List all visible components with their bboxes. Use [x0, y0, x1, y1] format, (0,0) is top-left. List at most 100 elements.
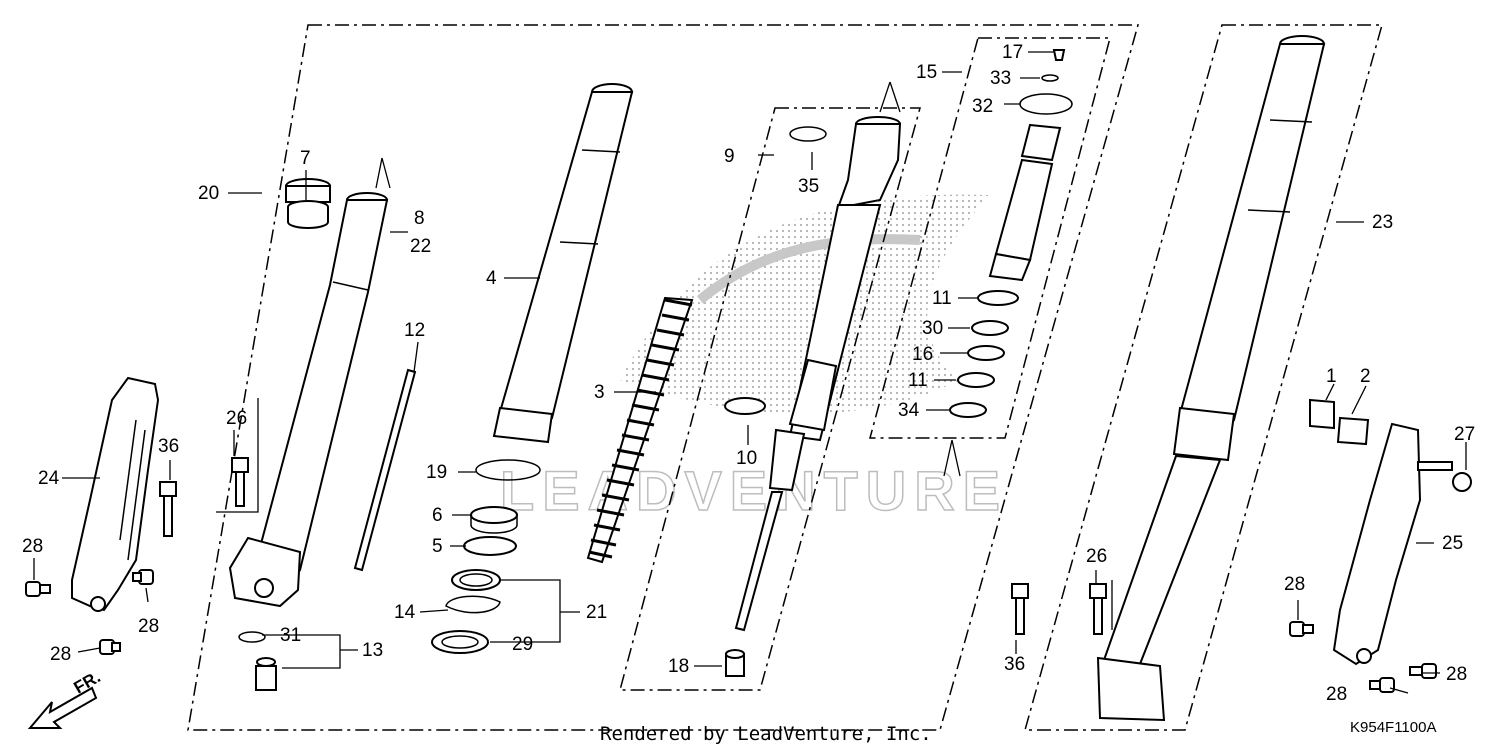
callout-10: 10	[736, 448, 757, 469]
clip-14	[445, 595, 501, 614]
bolt-36-left	[159, 481, 177, 537]
bolt-28-c	[99, 639, 121, 655]
callout-26a: 26	[226, 408, 247, 429]
callout-20: 20	[198, 183, 219, 204]
front-label: FR.	[71, 667, 104, 697]
callout-28e: 28	[1446, 664, 1467, 685]
callout-4: 4	[486, 268, 497, 289]
fork-spring-3	[586, 296, 694, 564]
callout-18: 18	[668, 656, 689, 677]
callout-28c: 28	[50, 644, 71, 665]
callout-29: 29	[512, 634, 533, 655]
callout-36b: 36	[1004, 654, 1025, 675]
front-direction-arrow-icon	[27, 686, 98, 729]
callout-3: 3	[594, 382, 605, 403]
ring-10	[724, 397, 766, 415]
watermark-text: LEADVENTURE	[500, 459, 1008, 522]
bolt-28-e	[1409, 663, 1437, 679]
callout-14: 14	[394, 602, 416, 623]
outer-tube-4	[492, 83, 634, 444]
left-fork-assembly-outline	[187, 24, 1139, 731]
bolt-28-f	[1369, 677, 1395, 693]
shim-11a	[977, 290, 1019, 306]
bolt-28-b	[132, 569, 154, 585]
callout-17: 17	[1002, 42, 1023, 63]
washer-33	[1041, 74, 1059, 82]
seal-ring-19	[475, 459, 541, 481]
oil-seal-21	[451, 569, 501, 591]
diagram-code: K954F1100A	[1350, 719, 1436, 736]
nut-18	[725, 649, 745, 677]
washer-5	[463, 536, 517, 556]
callouts: 1 2 3 4 5 6 7 8 9 10 11 11 12 13 14 15 1…	[22, 42, 1475, 705]
callout-27: 27	[1454, 424, 1475, 445]
callout-8: 8	[414, 208, 425, 229]
damper-assembly-outline	[869, 37, 1111, 439]
callout-22: 22	[410, 236, 431, 257]
damper-assembly-15	[949, 49, 1073, 418]
assembly-outlines	[187, 24, 1383, 731]
callout-12: 12	[404, 320, 425, 341]
guide-bushing-7	[287, 200, 329, 229]
center-bolt-13	[255, 657, 277, 691]
callout-19: 19	[426, 462, 447, 483]
callout-13: 13	[362, 640, 383, 661]
right-fork-assembly-outline	[1024, 24, 1383, 731]
fork-guard-right-25	[1332, 422, 1422, 666]
callout-16: 16	[912, 344, 933, 365]
bolt-27	[1417, 461, 1472, 492]
bolt-28-d	[1289, 621, 1314, 637]
shim-30	[971, 320, 1009, 336]
callout-36a: 36	[158, 436, 179, 457]
callout-28a: 28	[22, 536, 43, 557]
fork-guard-left	[71, 376, 160, 612]
callout-31: 31	[280, 625, 301, 646]
callout-2: 2	[1360, 366, 1371, 387]
bolt-26-right	[1089, 583, 1107, 635]
callout-32: 32	[972, 96, 993, 117]
bolts-28	[25, 569, 1437, 693]
bolt-36-right	[1011, 583, 1029, 635]
leader-lines	[33, 51, 1467, 694]
clamp-2	[1336, 416, 1370, 446]
shim-34	[949, 402, 987, 418]
callout-5: 5	[432, 536, 443, 557]
callout-28d: 28	[1284, 574, 1305, 595]
o-ring-35	[789, 126, 827, 142]
o-ring-32	[1019, 93, 1073, 115]
shim-16	[967, 345, 1005, 361]
callout-9: 9	[724, 146, 735, 167]
callout-24: 24	[38, 468, 60, 489]
outer-tube-23	[1096, 35, 1326, 722]
callout-11a: 11	[932, 288, 952, 309]
callout-15: 15	[916, 62, 937, 83]
shim-11b	[957, 372, 995, 388]
callout-33: 33	[990, 68, 1011, 89]
callout-1: 1	[1326, 366, 1337, 387]
callout-34: 34	[898, 400, 920, 421]
bolt-17	[1052, 49, 1066, 61]
seal-6	[470, 506, 518, 534]
callout-28f: 28	[1326, 684, 1347, 705]
callout-28b: 28	[138, 616, 159, 637]
clamp-1	[1309, 398, 1335, 430]
bolt-26-left	[231, 457, 249, 507]
callout-30: 30	[922, 318, 943, 339]
dust-seal-29	[431, 630, 489, 654]
callout-21: 21	[586, 602, 607, 623]
inner-cartridge-outline	[619, 107, 921, 691]
callout-26b: 26	[1086, 546, 1107, 567]
cartridge-9	[734, 116, 902, 632]
callout-25: 25	[1442, 533, 1463, 554]
bolt-28-a	[25, 581, 51, 597]
watermark: LEADVENTURE	[499, 194, 1008, 523]
callout-35: 35	[798, 176, 819, 197]
inner-tube-left	[228, 178, 389, 608]
render-credit: Rendered by LeadVenture, Inc.	[600, 723, 932, 745]
callout-7: 7	[300, 148, 311, 169]
callout-11b: 11	[908, 370, 928, 391]
o-ring-31	[238, 631, 266, 643]
callout-23: 23	[1372, 212, 1393, 233]
rod-12	[353, 368, 417, 572]
